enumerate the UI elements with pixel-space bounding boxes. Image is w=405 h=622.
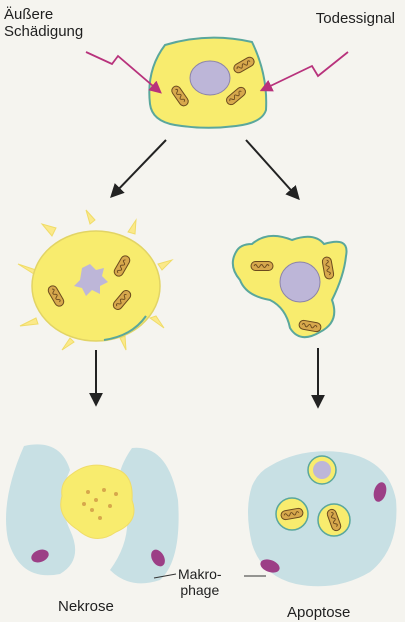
necrosis-scene bbox=[6, 444, 179, 583]
swollen-necrotic-cell bbox=[18, 210, 172, 350]
healthy-cell bbox=[149, 38, 266, 128]
macrophage-label: Makro- phage bbox=[178, 566, 222, 598]
blebbing-apoptotic-cell bbox=[233, 236, 347, 337]
arrow-to-necrosis bbox=[112, 140, 166, 196]
cell-debris bbox=[61, 465, 134, 538]
apoptosis-scene bbox=[248, 451, 396, 586]
nucleus bbox=[313, 461, 331, 479]
arrow-to-apoptosis bbox=[246, 140, 298, 198]
external-damage-label-line1: Äußere bbox=[4, 6, 83, 23]
macrophage-label-line2: phage bbox=[178, 582, 222, 598]
necrosis-label: Nekrose bbox=[58, 598, 114, 615]
mitochondrion bbox=[251, 262, 273, 271]
apoptosis-label: Apoptose bbox=[287, 604, 350, 621]
death-signal-arrow bbox=[262, 52, 348, 90]
external-damage-label-line2: Schädigung bbox=[4, 23, 83, 40]
nucleus bbox=[190, 61, 230, 95]
external-damage-label: Äußere Schädigung bbox=[4, 6, 83, 40]
macrophage-label-line1: Makro- bbox=[178, 566, 222, 582]
nucleus bbox=[280, 262, 320, 302]
death-signal-label: Todessignal bbox=[316, 10, 395, 27]
